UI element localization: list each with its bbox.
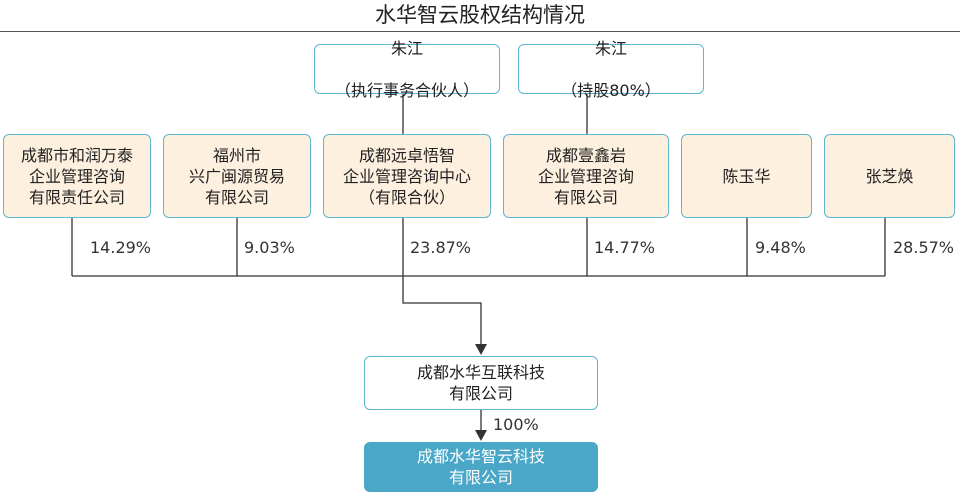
- shareholder-name: 成都远卓悟智 企业管理咨询中心 （有限合伙）: [342, 145, 471, 207]
- shareholder-name: 福州市 兴广闽源贸易 有限公司: [188, 145, 285, 207]
- partner-name: 朱江: [390, 38, 423, 58]
- shareholder-box-2: 福州市 兴广闽源贸易 有限公司: [163, 134, 311, 218]
- partner-box-executive: 朱江 （执行事务合伙人）: [314, 39, 500, 100]
- diagram-title: 水华智云股权结构情况: [375, 3, 585, 27]
- partner-box-holder: 朱江 （持股80%）: [518, 39, 704, 100]
- subsidiary-share-percent: 100%: [493, 415, 539, 434]
- share-percent-3: 23.87%: [410, 238, 472, 257]
- shareholder-box-3: 成都远卓悟智 企业管理咨询中心 （有限合伙）: [323, 134, 491, 218]
- shareholder-box-5: 陈玉华: [681, 134, 812, 218]
- share-percent-6: 28.57%: [893, 238, 955, 257]
- share-percent-5: 9.48%: [755, 238, 806, 257]
- share-percent-2: 9.03%: [244, 238, 295, 257]
- parent-company-name: 成都水华互联科技 有限公司: [416, 363, 545, 403]
- target-company-name: 成都水华智云科技 有限公司: [416, 447, 545, 487]
- share-percent-1: 14.29%: [90, 238, 152, 257]
- partner-role: （持股80%）: [561, 80, 661, 100]
- target-company-box: 成都水华智云科技 有限公司: [364, 442, 598, 492]
- shareholder-box-6: 张芝焕: [824, 134, 955, 218]
- parent-company-box: 成都水华互联科技 有限公司: [364, 356, 598, 410]
- arrow-to-target: [475, 430, 487, 441]
- share-percent-4: 14.77%: [594, 238, 656, 257]
- title-divider: [0, 31, 960, 32]
- shareholder-box-1: 成都市和润万泰 企业管理咨询 有限责任公司: [3, 134, 151, 218]
- shareholder-name: 成都市和润万泰 企业管理咨询 有限责任公司: [20, 145, 133, 207]
- arrow-to-parent: [475, 344, 487, 355]
- partner-role: （执行事务合伙人）: [334, 80, 479, 100]
- shareholder-name: 成都壹鑫岩 企业管理咨询 有限公司: [537, 145, 634, 207]
- shareholder-box-4: 成都壹鑫岩 企业管理咨询 有限公司: [503, 134, 669, 218]
- shareholder-name: 陈玉华: [722, 166, 771, 186]
- partner-name: 朱江: [594, 38, 627, 58]
- line-bus-to-parent: [402, 276, 482, 351]
- shareholder-name: 张芝焕: [865, 166, 914, 186]
